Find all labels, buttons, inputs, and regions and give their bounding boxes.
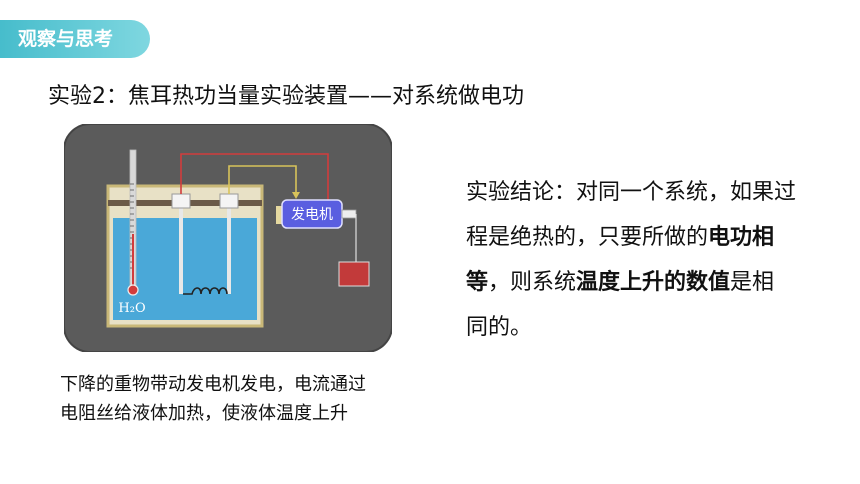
thermometer-column [132,234,134,286]
generator-label: 发电机 [291,207,333,223]
caption-line-1: 下降的重物带动发电机发电，电流通过 [60,374,366,395]
generator-axle-left [276,206,282,224]
wire-yellow [228,165,297,194]
conclusion-text-2: ，则系统 [488,270,577,295]
electrode-right [227,194,231,294]
electrode-left [179,194,183,294]
thermometer-bulb [127,284,139,296]
conclusion-text-1: 实验结论：对同一个系统，如果过程是绝热的，只要所做的 [466,180,797,250]
caption-line-2: 电阻丝给液体加热，使液体温度上升 [60,403,348,424]
resistance-coil [183,287,228,295]
wire-yellow-arrow [292,192,300,199]
conclusion-text-3: 是相同的。 [466,270,775,340]
terminal-right [219,193,239,209]
generator-pulley [341,209,357,219]
section-tag: 观察与思考 [0,20,150,58]
conclusion-highlight-electric-work: 电功相等 [466,225,775,295]
conclusion-highlight-temperature-rise: 温度上升的数值 [576,270,731,295]
section-tag-label: 观察与思考 [18,28,114,50]
terminal-left [171,193,191,209]
falling-weight [338,261,370,287]
experiment-caption: 下降的重物带动发电机发电，电流通过 电阻丝给液体加热，使液体温度上升 [60,370,366,428]
water [113,218,257,320]
water-label: H₂O [118,301,145,316]
experiment-title: 实验2：焦耳热功当量实验装置——对系统做电功 [48,84,524,109]
wire-red [180,153,329,204]
joule-apparatus-diagram: 发电机 H₂O [64,124,392,352]
experiment-conclusion: 实验结论：对同一个系统，如果过程是绝热的，只要所做的电功相等，则系统温度上升的数… [466,170,796,350]
